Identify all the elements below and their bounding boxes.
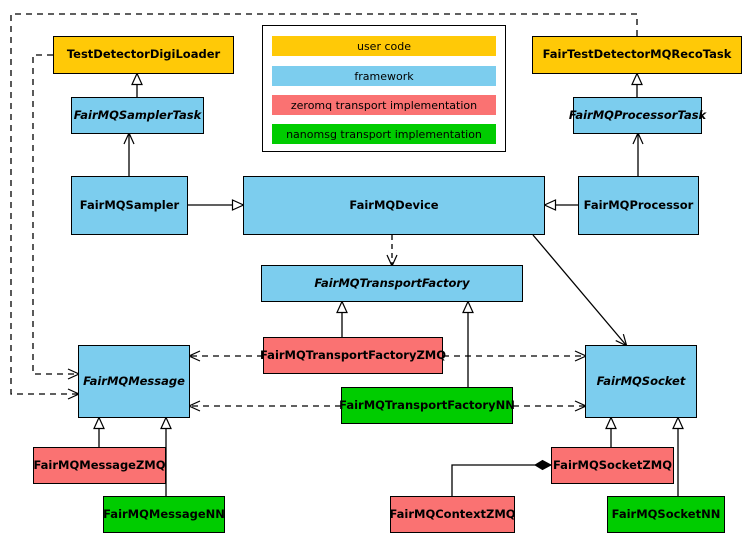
class-node-fairmqtransportfactorynn[interactable]: FairMQTransportFactoryNN: [339, 387, 515, 424]
class-node-fairtestdetectormqrecotask[interactable]: FairTestDetectorMQRecoTask: [532, 36, 742, 74]
edge-digiloader-to-message: [32, 54, 81, 380]
legend-item-framework: framework: [272, 66, 496, 86]
legend-label-nanomsg: nanomsg transport implementation: [286, 127, 482, 141]
edge-device-to-socket: [532, 234, 628, 347]
legend-item-zeromq: zeromq transport implementation: [272, 95, 496, 115]
edge-recotask-to-message: [10, 13, 638, 400]
legend-label-user-code: user code: [356, 39, 412, 53]
edge-contextzmq-to-socketzmq: [451, 459, 553, 496]
class-node-testdetectordigiloader[interactable]: TestDetectorDigiLoader: [53, 36, 234, 74]
class-node-fairmqmessagenn[interactable]: FairMQMessageNN: [103, 496, 225, 533]
class-node-fairmqmessage[interactable]: FairMQMessage: [78, 345, 190, 418]
class-node-fairmqsocket[interactable]: FairMQSocket: [585, 345, 697, 418]
class-node-fairmqtransportfactoryzmq[interactable]: FairMQTransportFactoryZMQ: [260, 337, 446, 374]
class-node-fairmqprocessortask[interactable]: FairMQProcessorTask: [569, 97, 706, 134]
class-node-fairmqdevice[interactable]: FairMQDevice: [243, 176, 545, 235]
legend-item-user-code: user code: [272, 36, 496, 56]
class-node-fairmqsocketnn[interactable]: FairMQSocketNN: [607, 496, 725, 533]
legend-label-framework: framework: [354, 69, 414, 83]
class-node-fairmqprocessor[interactable]: FairMQProcessor: [578, 176, 699, 235]
class-node-fairmqmessagezmq[interactable]: FairMQMessageZMQ: [33, 447, 166, 484]
class-node-fairmqtransportfactory[interactable]: FairMQTransportFactory: [261, 265, 523, 302]
legend-item-nanomsg: nanomsg transport implementation: [272, 124, 496, 144]
class-node-fairmqsampler[interactable]: FairMQSampler: [71, 176, 188, 235]
class-node-fairmqsamplertask[interactable]: FairMQSamplerTask: [71, 97, 204, 134]
legend-label-zeromq: zeromq transport implementation: [290, 98, 478, 112]
class-node-fairmqsocketzmq[interactable]: FairMQSocketZMQ: [551, 447, 674, 484]
class-node-fairmqcontextzmq[interactable]: FairMQContextZMQ: [389, 496, 516, 533]
